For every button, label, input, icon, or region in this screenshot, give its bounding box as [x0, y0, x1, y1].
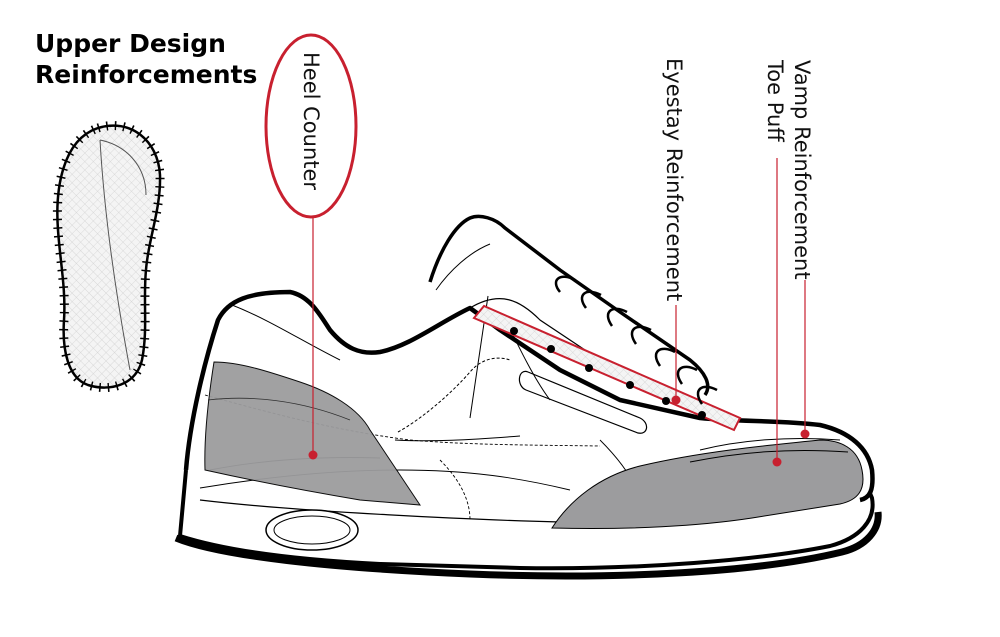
insole-outline — [52, 121, 165, 393]
toe-puff-label: Toe Puff — [763, 59, 787, 142]
eyestay-dot — [671, 395, 681, 405]
heel-counter-dot — [308, 450, 318, 460]
heel-counter-ellipse — [264, 33, 358, 219]
heel-counter-label: Heel Counter — [299, 52, 323, 190]
toe-puff-dot — [772, 457, 782, 467]
title-line-2: Reinforcements — [35, 60, 258, 89]
title-line-1: Upper Design — [35, 29, 226, 58]
eyelets — [510, 327, 706, 419]
eyestay-label: Eyestay Reinforcement — [662, 58, 686, 301]
vamp-label: Vamp Reinforcement — [790, 60, 814, 280]
diagram-title: Upper Design Reinforcements — [35, 28, 257, 90]
laces — [554, 275, 718, 405]
toe-puff-panel — [551, 439, 864, 529]
vamp-dot — [800, 429, 810, 439]
